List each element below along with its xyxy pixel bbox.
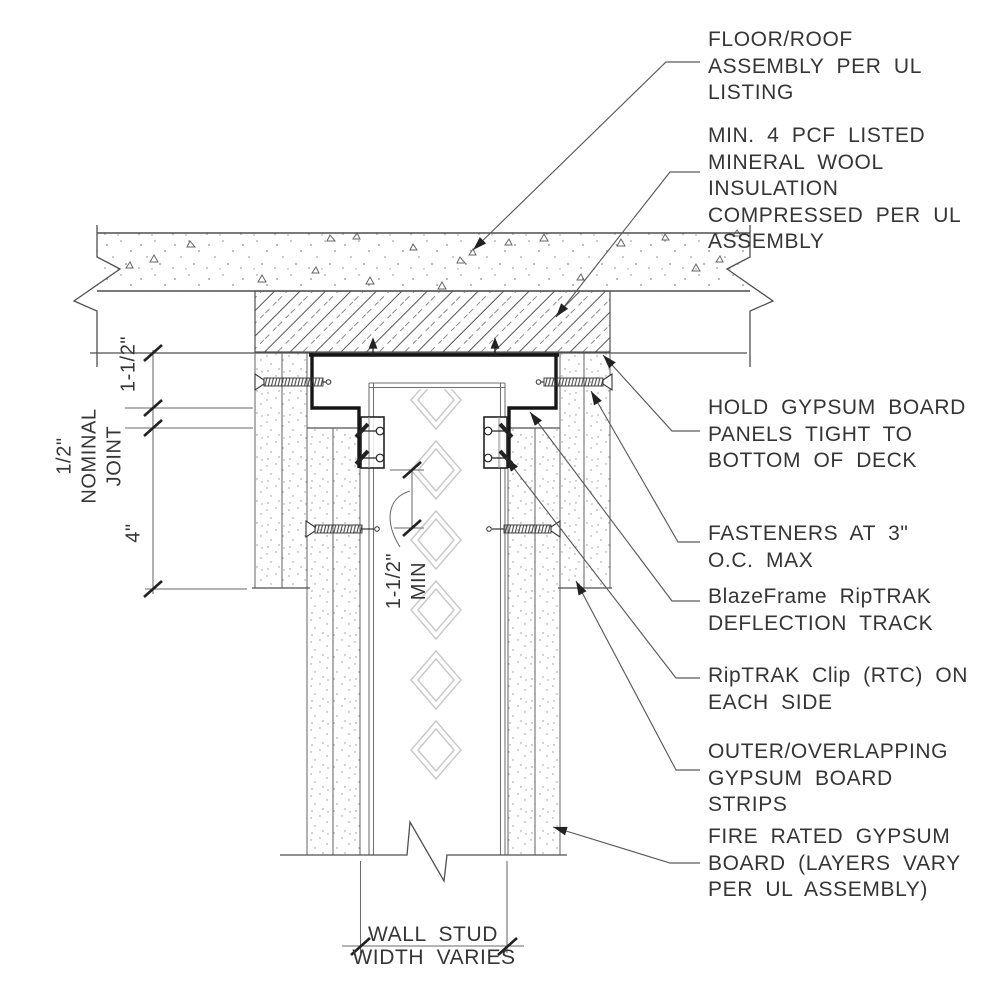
callout-fasteners: FASTENERS AT 3" O.C. MAX (708, 522, 909, 572)
leader-floor-roof (472, 61, 700, 251)
callout-mineral-wool: MIN. 4 PCF LISTED MINERAL WOOL INSULATIO… (708, 124, 962, 253)
gypsum-boards (252, 353, 612, 855)
mineral-wool-insulation (254, 290, 611, 353)
callout-floor-roof: FLOOR/ROOF ASSEMBLY PER UL LISTING (708, 28, 922, 104)
dimension-strip-overlap: 4" (122, 523, 145, 543)
break-line-left (72, 225, 122, 367)
callout-fire-rated-board: FIRE RATED GYPSUM BOARD (LAYERS VARY PER… (708, 825, 961, 901)
break-line-right (725, 225, 775, 367)
dimension-track-leg: 1-1/2" (117, 335, 140, 393)
callout-deflection-track: BlazeFrame RipTRAK DEFLECTION TRACK (708, 585, 934, 635)
fastener-screw-upper-right (535, 372, 613, 392)
wall-break-line (280, 819, 567, 884)
leader-mineral-wool (555, 171, 700, 318)
dimension-wall-stud-width-line1: WALL STUD (367, 923, 499, 946)
stud-punchout-diamonds (410, 389, 462, 781)
dimension-deflection-gap: 1-1/2" MIN (383, 552, 430, 610)
leader-riptrak-clip (505, 457, 700, 679)
deflection-gap-dimension (389, 461, 424, 548)
leader-hold-gypsum (602, 354, 700, 432)
leader-outer-strips (575, 580, 700, 771)
leader-fire-rated (552, 826, 700, 864)
leader-deflection-track (529, 411, 700, 602)
fastener-screw-lower-left (305, 519, 380, 539)
deck-anchor-fasteners (368, 337, 500, 357)
callout-outer-strips: OUTER/OVERLAPPING GYPSUM BOARD STRIPS (708, 740, 949, 816)
dimension-nominal-joint: 1/2" NOMINAL JOINT (53, 408, 126, 504)
leader-fasteners (590, 390, 700, 543)
leader-lines (472, 61, 700, 864)
dimension-wall-stud-width-line2: WIDTH VARIES (352, 946, 516, 969)
callout-riptrak-clip: RipTRAK Clip (RTC) ON EACH SIDE (708, 664, 969, 714)
left-dimension-lines (125, 344, 253, 598)
fastener-screw-upper-left (254, 372, 332, 392)
callout-hold-gypsum: HOLD GYPSUM BOARD PANELS TIGHT TO BOTTOM… (708, 396, 966, 472)
riptrak-clip-left (354, 416, 385, 469)
wall-stud-width-dimension (342, 861, 524, 956)
